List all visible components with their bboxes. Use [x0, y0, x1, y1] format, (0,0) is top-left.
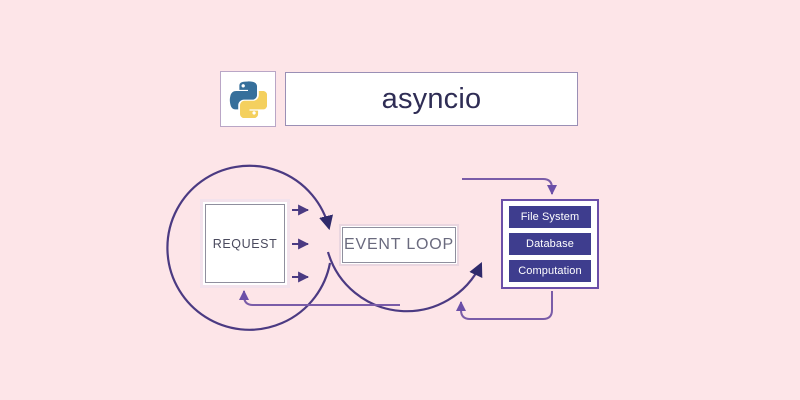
python-logo-box [220, 71, 276, 127]
event-loop-label: EVENT LOOP [344, 236, 454, 253]
python-logo-icon [229, 80, 267, 118]
service-item-label: Computation [518, 265, 582, 277]
loop-to-services-connector [462, 178, 557, 195]
request-to-loop-arrows [292, 204, 310, 283]
service-item-file-system: File System [509, 206, 591, 228]
service-item-label: Database [526, 238, 574, 250]
page-title: asyncio [381, 82, 482, 115]
service-item-computation: Computation [509, 260, 591, 282]
services-panel: File System Database Computation [501, 199, 599, 289]
request-label: REQUEST [212, 236, 278, 251]
loop-to-request-connector [239, 290, 400, 306]
asyncio-title-box: asyncio [285, 72, 578, 126]
event-loop-node: EVENT LOOP [339, 224, 459, 266]
services-to-loop-connector [456, 291, 553, 320]
request-node: REQUEST [200, 199, 290, 288]
event-loop-node-inner: EVENT LOOP [342, 227, 456, 263]
service-item-database: Database [509, 233, 591, 255]
request-node-inner: REQUEST [205, 204, 285, 283]
service-item-label: File System [520, 211, 580, 223]
